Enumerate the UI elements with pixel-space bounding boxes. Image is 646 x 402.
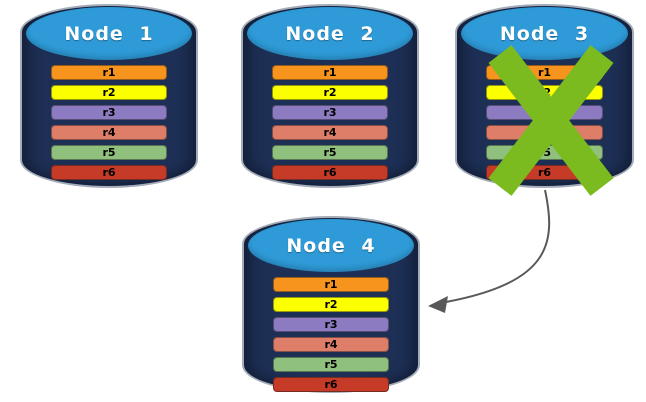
replica-bar-r1: r1 [51, 65, 167, 80]
replica-bar-r2: r2 [272, 85, 388, 100]
cylinder-top-ellipse: Node 2 [247, 7, 413, 60]
node-1-label: Node 1 [64, 22, 154, 45]
node-4-label: Node 4 [286, 234, 376, 257]
replica-bar-r1: r1 [486, 65, 603, 80]
replica-bar-r1: r1 [273, 277, 389, 292]
replica-bar-r4: r4 [273, 337, 389, 352]
replica-bar-r2: r2 [273, 297, 389, 312]
cylinder-top-ellipse: Node 1 [26, 7, 192, 60]
failover-arrow [445, 189, 551, 303]
replica-bar-r1: r1 [272, 65, 388, 80]
node-2-cylinder: Node 2 r1 r2 r3 r4 r5 r6 [241, 4, 419, 188]
node-1-cylinder: Node 1 r1 r2 r3 r4 r5 r6 [20, 4, 198, 188]
node-2-replica-list: r1 r2 r3 r4 r5 r6 [272, 65, 388, 180]
replica-bar-r2: r2 [486, 85, 603, 100]
node-1-replica-list: r1 r2 r3 r4 r5 r6 [51, 65, 167, 180]
replica-bar-r6: r6 [273, 377, 389, 392]
cylinder-top-ellipse: Node 3 [461, 7, 628, 60]
node-4-cylinder: Node 4 r1 r2 r3 r4 r5 r6 [242, 216, 420, 393]
node-4-replica-list: r1 r2 r3 r4 r5 r6 [273, 277, 389, 392]
replica-bar-r2: r2 [51, 85, 167, 100]
cylinder-top-ellipse: Node 4 [248, 219, 414, 272]
failover-arrowhead [428, 296, 448, 313]
replica-bar-r5: r5 [486, 145, 603, 160]
replica-bar-r3: r3 [486, 105, 603, 120]
replica-bar-r3: r3 [272, 105, 388, 120]
node-3-replica-list: r1 r2 r3 r4 r5 r6 [486, 65, 603, 180]
node-2-label: Node 2 [285, 22, 375, 45]
replica-bar-r4: r4 [51, 125, 167, 140]
replica-bar-r6: r6 [51, 165, 167, 180]
replica-bar-r4: r4 [272, 125, 388, 140]
node-3-cylinder: Node 3 r1 r2 r3 r4 r5 r6 [455, 4, 634, 188]
replica-bar-r5: r5 [272, 145, 388, 160]
replica-bar-r6: r6 [486, 165, 603, 180]
node-3-label: Node 3 [499, 22, 590, 45]
replica-bar-r4: r4 [486, 125, 603, 140]
replica-bar-r6: r6 [272, 165, 388, 180]
replica-bar-r5: r5 [51, 145, 167, 160]
replica-bar-r5: r5 [273, 357, 389, 372]
replica-bar-r3: r3 [273, 317, 389, 332]
replica-bar-r3: r3 [51, 105, 167, 120]
